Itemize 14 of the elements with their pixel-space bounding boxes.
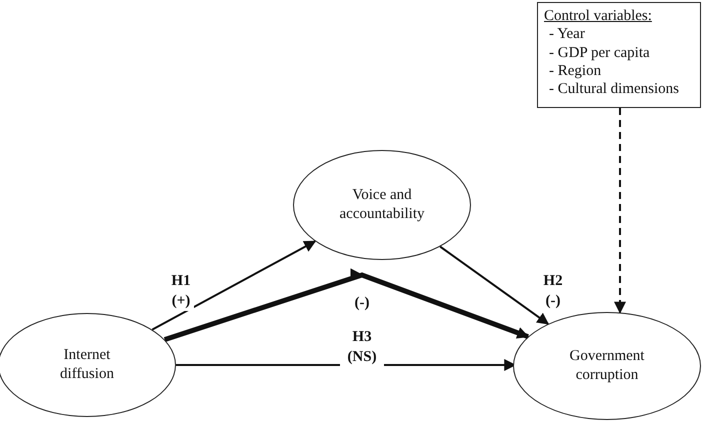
double-line-arrow bbox=[164, 268, 529, 342]
list-item: - Cultural dimensions bbox=[548, 80, 679, 98]
node-label: Voice and accountability bbox=[338, 186, 426, 224]
box-heading: Control variables: bbox=[544, 7, 652, 26]
edge-label: H3 (NS) bbox=[340, 328, 384, 367]
list-item: - Year bbox=[548, 25, 585, 44]
list-item: - Region bbox=[548, 62, 602, 80]
arrow bbox=[440, 246, 550, 325]
text-box bbox=[537, 2, 701, 108]
node-label: Government corruption bbox=[568, 347, 646, 385]
list-item: - GDP per capita bbox=[548, 44, 650, 62]
arrow bbox=[152, 240, 316, 330]
dashed-arrow bbox=[614, 108, 626, 314]
node-label: Internet diffusion bbox=[59, 346, 115, 384]
